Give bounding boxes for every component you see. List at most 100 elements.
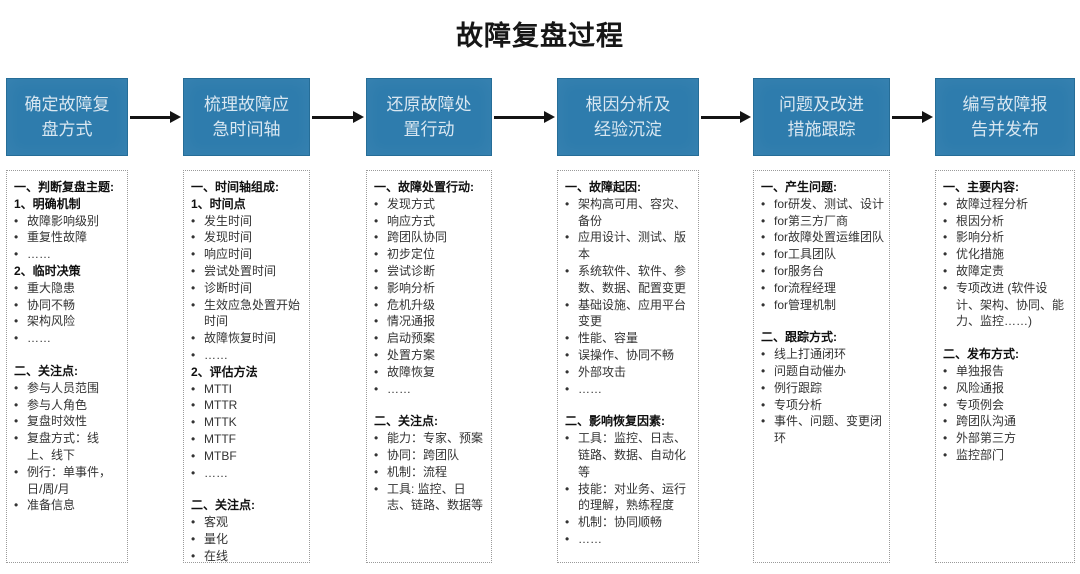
bullet-icon: • <box>565 381 570 396</box>
bullet-icon: • <box>374 364 379 379</box>
bullet-item-label: MTTK <box>204 415 237 430</box>
bullet-item: • 工具: 监控、日志、链路、数据等 <box>374 481 486 515</box>
bullet-item-label: 应用设计、测试、版本 <box>578 230 687 262</box>
bullet-item: •架构风险 <box>14 313 122 330</box>
bullet-item-label: 发现方式 <box>387 196 436 211</box>
bullet-item-label: 影响分析 <box>956 230 1005 245</box>
bullet-icon: • <box>565 297 570 312</box>
bullet-item-label: 问题自动催办 <box>774 363 847 378</box>
bullet-item-label: 误操作、协同不畅 <box>578 347 675 362</box>
bullet-item: •重大隐患 <box>14 280 122 297</box>
bullet-item: •…… <box>191 465 304 482</box>
bullet-item: •技能：对业务、运行的理解，熟练程度 <box>565 481 693 515</box>
bullet-icon: • <box>191 297 196 312</box>
bullet-icon: • <box>761 397 766 412</box>
bullet-item: •MTTF <box>191 431 304 448</box>
section-heading: 二、关注点: <box>374 414 438 429</box>
bullet-icon: • <box>374 297 379 312</box>
bullet-item: •量化 <box>191 531 304 548</box>
arrow-shaft <box>494 115 546 119</box>
bullet-item: •尝试诊断 <box>374 263 486 280</box>
bullet-item-label: 复盘方式：线上、线下 <box>27 431 100 462</box>
bullet-item: •for故障处置运维团队 <box>761 229 884 246</box>
bullet-item-label: 生效应急处置开始时间 <box>204 297 301 329</box>
bullet-icon: • <box>191 230 196 245</box>
flow-arrow-1 <box>130 111 181 123</box>
stage-header-4: 根因分析及 经验沉淀 <box>557 78 699 156</box>
bullet-icon: • <box>191 548 196 563</box>
bullet-item-label: 外部攻击 <box>578 364 627 379</box>
bullet-item-label: 优化措施 <box>956 247 1005 262</box>
bullet-item: •参与人角色 <box>14 397 122 414</box>
bullet-icon: • <box>374 431 379 446</box>
bullet-item-label: MTTF <box>204 431 236 446</box>
bullet-item: • 生效应急处置开始时间 <box>191 297 304 331</box>
bullet-item: •单独报告 <box>943 363 1069 380</box>
bullet-item-label: 响应时间 <box>204 247 253 262</box>
bullet-item-label: 工具: 监控、日志、链路、数据等 <box>387 481 484 513</box>
bullet-item-label: …… <box>578 381 602 396</box>
arrow-head-icon <box>544 111 555 123</box>
section-heading: 一、判断复盘主题: <box>14 180 114 194</box>
sub-heading: 1、明确机制 <box>14 196 81 211</box>
bullet-icon: • <box>374 347 379 362</box>
bullet-item: •线上打通闭环 <box>761 346 884 363</box>
bullet-item: •…… <box>14 246 122 263</box>
bullet-item-label: 故障过程分析 <box>956 196 1029 211</box>
bullet-item: •重复性故障 <box>14 229 122 246</box>
bullet-item: •根因分析 <box>943 213 1069 230</box>
bullet-item: •应用设计、测试、版本 <box>565 229 693 263</box>
bullet-icon: • <box>374 230 379 245</box>
bullet-icon: • <box>374 381 379 396</box>
section-heading: 二、关注点: <box>191 498 255 513</box>
bullet-icon: • <box>565 331 570 346</box>
bullet-item: •外部攻击 <box>565 364 693 381</box>
bullet-item: •例行跟踪 <box>761 380 884 397</box>
bullet-item: •能力：专家、预案 <box>374 430 486 447</box>
bullet-icon: • <box>14 247 19 262</box>
bullet-item-label: 事件、问题、变更闭环 <box>774 414 883 446</box>
bullet-icon: • <box>14 414 19 429</box>
bullet-item: •故障定责 <box>943 263 1069 280</box>
bullet-item-label: 专项分析 <box>774 397 823 412</box>
bullet-item-label: for故障处置运维团队 <box>774 230 885 245</box>
spacer <box>565 397 693 412</box>
bullet-item: •系统软件、软件、参数、数据、配置变更 <box>565 263 693 297</box>
section-heading: 二、发布方式: <box>943 347 1019 362</box>
sub-heading: 2、评估方法 <box>191 364 258 379</box>
bullet-icon: • <box>374 247 379 262</box>
bullet-icon: • <box>565 196 570 211</box>
bullet-item-label: …… <box>204 347 228 362</box>
bullet-item: •复盘方式：线上、线下 <box>14 430 122 464</box>
bullet-icon: • <box>191 280 196 295</box>
bullet-item: •复盘时效性 <box>14 413 122 430</box>
bullet-icon: • <box>943 363 948 378</box>
bullet-icon: • <box>14 280 19 295</box>
bullet-icon: • <box>14 230 19 245</box>
bullet-icon: • <box>374 481 379 496</box>
bullet-item-label: 尝试处置时间 <box>204 263 277 278</box>
bullet-icon: • <box>943 247 948 262</box>
arrow-head-icon <box>170 111 181 123</box>
bullet-item: •专项例会 <box>943 397 1069 414</box>
bullet-icon: • <box>761 247 766 262</box>
bullet-icon: • <box>191 347 196 362</box>
flow-arrow-2 <box>312 111 364 123</box>
bullet-item: •危机升级 <box>374 297 486 314</box>
bullet-icon: • <box>565 531 570 546</box>
bullet-item: •监控部门 <box>943 447 1069 464</box>
bullet-item-label: …… <box>578 531 602 546</box>
bullet-item-label: 启动预案 <box>387 331 436 346</box>
section-heading: 一、时间轴组成: <box>191 180 279 194</box>
bullet-icon: • <box>943 431 948 446</box>
spacer <box>943 330 1069 345</box>
bullet-icon: • <box>565 515 570 530</box>
bullet-item-label: 例行：单事件，日/周/月 <box>27 464 112 496</box>
bullet-item-label: 发生时间 <box>204 213 253 228</box>
bullet-icon: • <box>943 414 948 429</box>
bullet-icon: • <box>191 213 196 228</box>
bullet-item-label: 系统软件、软件、参数、数据、配置变更 <box>578 263 687 295</box>
stage-header-5: 问题及改进 措施跟踪 <box>753 78 890 156</box>
bullet-icon: • <box>374 213 379 228</box>
bullet-item-label: for工具团队 <box>774 247 837 262</box>
